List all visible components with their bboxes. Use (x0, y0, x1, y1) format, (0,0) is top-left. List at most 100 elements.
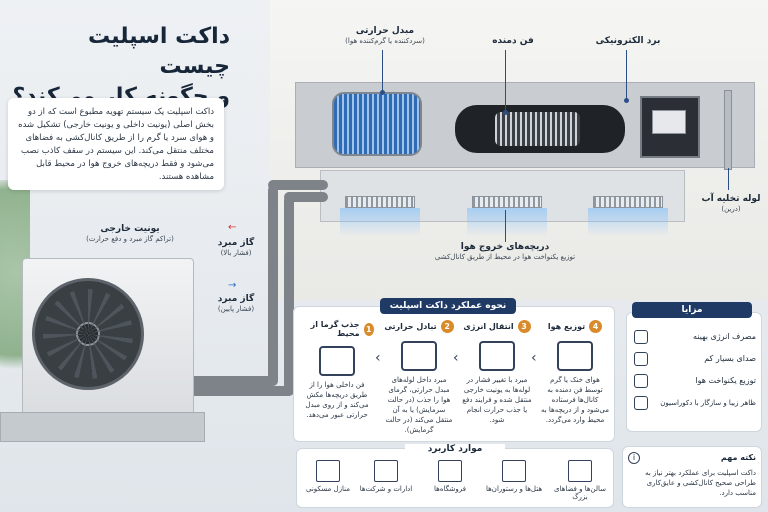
arrow-left-icon: ← (228, 222, 237, 233)
step-1: 1 جذب گرما از محیط فن داخلی هوا را از طر… (300, 320, 374, 420)
gas-low-label: گاز مبرد (217, 294, 255, 304)
vent-grille (472, 196, 542, 208)
step-2: 2 تبادل حرارتی مبرد داخل لوله‌های مبدل ح… (384, 320, 454, 435)
vents-leader-line (505, 210, 506, 242)
intro-text: داکت اسپلیت یک سیستم تهویه مطبوع است که … (18, 107, 214, 182)
advantage-row: صدای بسیار کم (634, 352, 756, 366)
chevron-left-icon: ‹ (531, 350, 537, 366)
coil-leader-line (382, 50, 383, 94)
advantage-text: ظاهر زیبا و سازگار با دکوراسیون (660, 399, 756, 407)
use-label: فروشگاه‌ها (434, 485, 466, 493)
advantage-row: توزیع یکنواخت هوا (634, 374, 756, 388)
air-distribution-icon (557, 341, 593, 371)
shop-icon (438, 460, 462, 482)
home-icon (316, 460, 340, 482)
blower-fan (495, 112, 580, 146)
use-label: منازل مسکونی (306, 485, 350, 493)
blower-leader-line (505, 50, 506, 112)
house-heat-icon (319, 346, 355, 376)
step-title: جذب گرما از محیط (310, 320, 360, 338)
outdoor-fan-grill (32, 278, 144, 390)
outdoor-sublabel: (تراکم گاز مبرد و دفع حرارت) (86, 235, 174, 243)
uses-title: موارد کاربرد (405, 444, 505, 454)
step-number: 4 (589, 320, 603, 333)
step-text: مبرد داخل لوله‌های مبدل حرارتی، گرمای هو… (385, 376, 453, 434)
advantages-panel (626, 312, 762, 432)
step-4: 4 توزیع هوا هوای خنک یا گرم توسط فن دمند… (540, 320, 610, 425)
coil-sublabel: (سردکننده یا گرم‌کننده هوا) (345, 37, 425, 45)
chevron-left-icon: ‹ (375, 350, 381, 366)
step-title: انتقال انرژی (463, 322, 514, 331)
advantage-text: توزیع یکنواخت هوا (695, 376, 756, 385)
drain-leader-line (728, 168, 729, 190)
office-icon (374, 460, 398, 482)
cool-air-stream (340, 208, 420, 236)
uses-panel (296, 448, 614, 508)
advantage-text: صدای بسیار کم (704, 354, 756, 363)
refrigerant-pipe (180, 376, 278, 386)
refrigerant-pipe (268, 185, 278, 385)
airflow-icon (634, 374, 648, 388)
title-line-1: داکت اسپلیت چیست (88, 24, 230, 79)
vents-callout: دریچه‌های خروج هوا توزیع یکنواخت هوا در … (420, 242, 590, 262)
blower-label: فن دمنده (492, 36, 534, 46)
advantage-text: مصرف انرژی بهینه (692, 332, 756, 341)
restaurant-icon (502, 460, 526, 482)
step-3: 3 انتقال انرژی مبرد با تغییر فشار در لول… (462, 320, 532, 425)
refrigerant-pipe (284, 195, 294, 393)
advantage-row: مصرف انرژی بهینه (634, 330, 756, 344)
step-text: فن داخلی هوا را از طریق دریچه‌ها مکش می‌… (305, 381, 369, 419)
use-label: هتل‌ها و رستوران‌ها (485, 485, 543, 493)
info-icon: i (628, 452, 640, 464)
outdoor-callout: یونیت خارجی (تراکم گاز مبرد و دفع حرارت) (70, 224, 190, 244)
how-it-works-title: نحوه عملکرد داکت اسپلیت (380, 298, 516, 314)
refrigerant-pipe (180, 386, 294, 396)
step-number: 3 (517, 320, 531, 333)
gas-low-callout: گاز مبرد (فشار پایین) (208, 294, 264, 314)
arrow-right-icon: → (228, 280, 237, 291)
step-text: مبرد با تغییر فشار در لوله‌ها به یونیت خ… (462, 376, 532, 424)
blower-leader-dot (503, 110, 508, 115)
use-item: هتل‌ها و رستوران‌ها (484, 460, 544, 493)
outdoor-label: یونیت خارجی (100, 224, 160, 234)
use-item: فروشگاه‌ها (420, 460, 480, 493)
drain-sublabel: (درین) (721, 205, 741, 213)
leaf-icon (634, 330, 648, 344)
coil-callout: مبدل حرارتی (سردکننده یا گرم‌کننده هوا) (330, 26, 440, 46)
intro-card: داکت اسپلیت یک سیستم تهویه مطبوع است که … (8, 98, 224, 190)
step-title: تبادل حرارتی (384, 322, 437, 331)
note-header: نکته مهم i (628, 452, 756, 464)
step-number: 1 (363, 322, 374, 336)
brush-icon (634, 396, 648, 410)
note-title: نکته مهم (720, 453, 756, 462)
heat-exchanger-icon (401, 341, 437, 371)
refrigerant-pipe (268, 180, 328, 190)
vent-grille (593, 196, 663, 208)
drain-label: لوله تخلیه آب (701, 194, 761, 204)
step-number: 2 (440, 320, 454, 333)
use-item: ادارات و شرکت‌ها (356, 460, 416, 493)
use-label: سالن‌ها و فضاهای بزرگ (554, 485, 606, 501)
gas-high-sublabel: (فشار بالا) (220, 249, 252, 257)
vent-grille (345, 196, 415, 208)
use-item: منازل مسکونی (300, 460, 356, 493)
advantages-title: مزایا (632, 302, 752, 318)
coil-label: مبدل حرارتی (355, 26, 415, 36)
concrete-pad (0, 412, 205, 442)
use-label: ادارات و شرکت‌ها (359, 485, 413, 493)
step-title: توزیع هوا (547, 322, 586, 331)
note-text: داکت اسپلیت برای عملکرد بهتر نیاز به طرا… (645, 469, 756, 497)
drain-pipe (724, 90, 732, 170)
vents-sublabel: توزیع یکنواخت هوا در محیط از طریق کانال‌… (434, 253, 576, 261)
cool-air-stream (588, 208, 668, 236)
board-leader-dot (624, 98, 629, 103)
control-board-chip (652, 110, 686, 134)
drain-callout: لوله تخلیه آب (درین) (700, 194, 762, 214)
volume-icon (634, 352, 648, 366)
board-label: برد الکترونیکی (595, 36, 661, 46)
advantage-row: ظاهر زیبا و سازگار با دکوراسیون (634, 396, 756, 410)
use-item: سالن‌ها و فضاهای بزرگ (550, 460, 610, 501)
energy-transfer-icon (479, 341, 515, 371)
gas-high-callout: گاز مبرد (فشار بالا) (208, 238, 264, 258)
board-leader-line (626, 50, 627, 102)
